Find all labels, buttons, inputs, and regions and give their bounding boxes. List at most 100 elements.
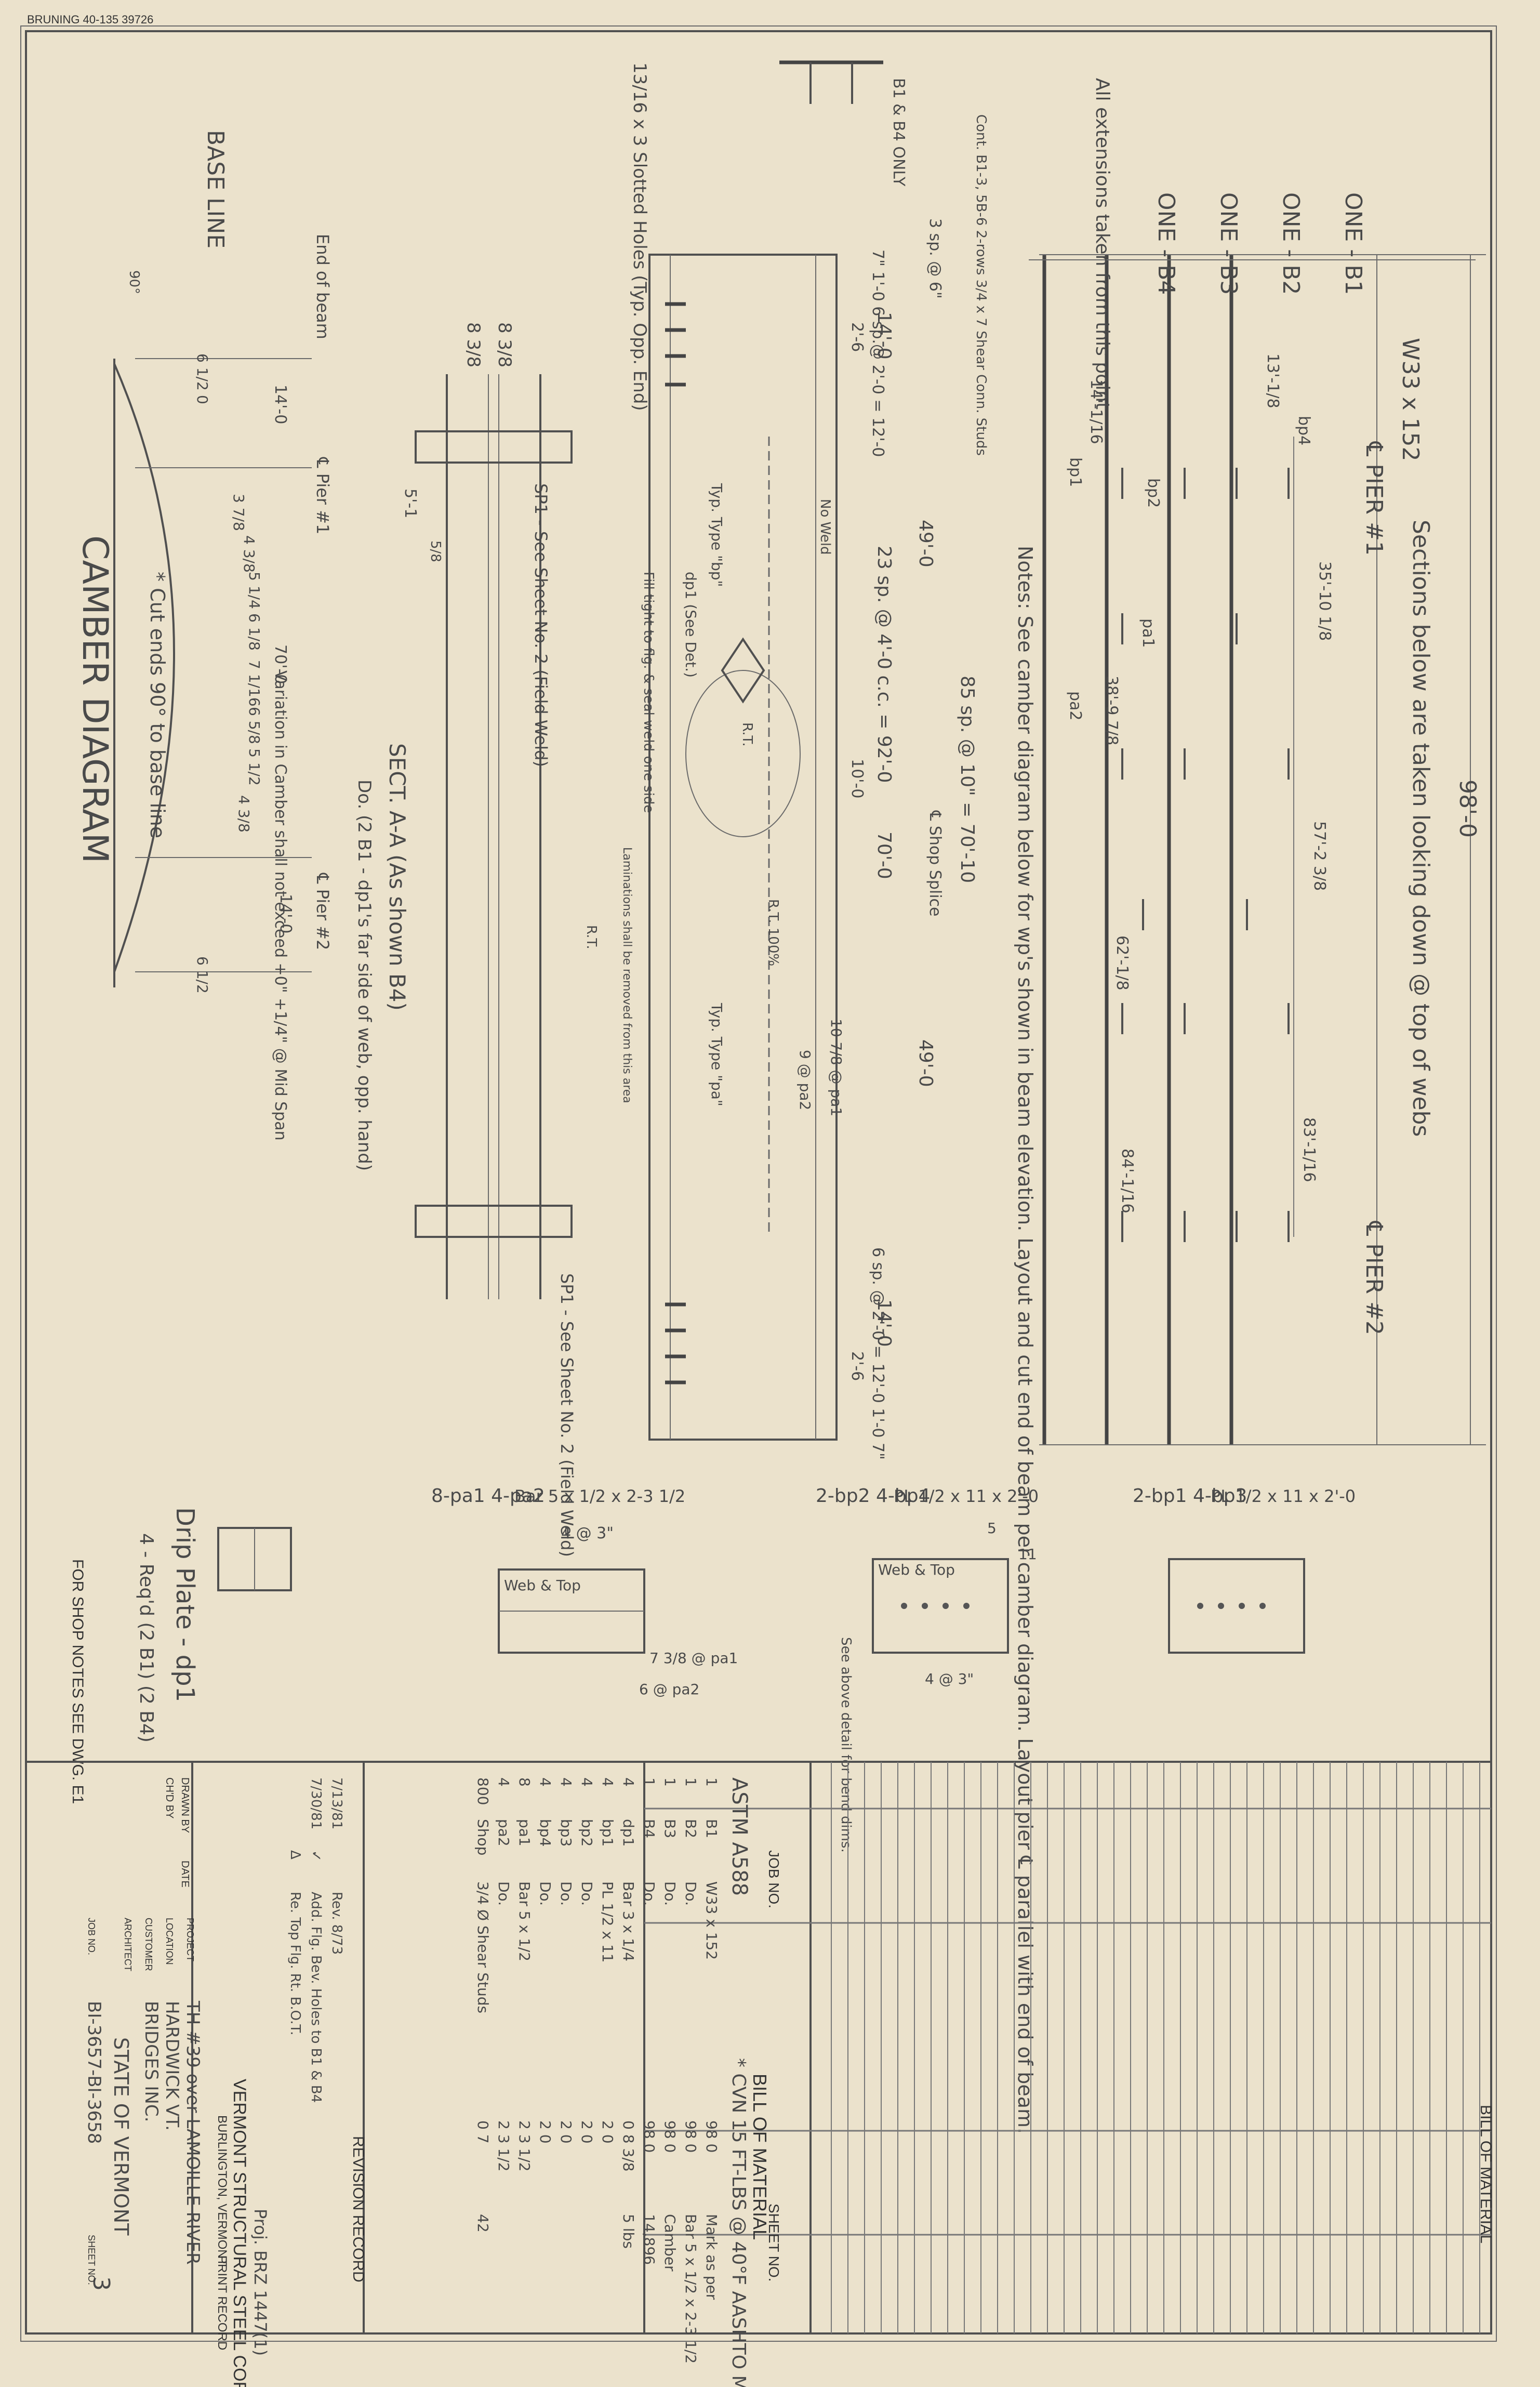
camber-diagram: BASE LINE End of beam ℄ Pier #1 ℄ Pier #… xyxy=(74,130,333,1141)
girder-label-b4: ONE - B4 xyxy=(1153,192,1179,295)
dim-49-right: 49'-0 xyxy=(915,1039,936,1087)
camber-end-beam: End of beam xyxy=(313,234,333,339)
tag-bp4: bp4 xyxy=(1295,416,1313,445)
girder-plan-block: ONE - B4 ONE - B3 ONE - B2 ONE - B1 All … xyxy=(1029,78,1486,1445)
camber-title: CAMBER DIAGRAM xyxy=(74,535,115,863)
pa-spacing: 4 @ 3" xyxy=(561,1524,614,1542)
tb-label-sheet: SHEET NO. xyxy=(86,2235,97,2285)
bom-cell: 2 0 xyxy=(578,2120,595,2144)
bp-web-top: Web & Top xyxy=(878,1561,955,1578)
inner-border xyxy=(25,30,1492,2335)
bom-cell: 98 0 xyxy=(703,2120,720,2153)
dim-49-left: 49'-0 xyxy=(915,520,936,568)
bom-cell: 4 xyxy=(495,1777,512,1787)
drawn-by: DRAWN BY xyxy=(179,1777,191,1833)
corner-stamp: BRUNING 40-135 39726 xyxy=(27,13,153,26)
drip-title: Drip Plate - dp1 xyxy=(170,1507,200,1702)
bill-of-material-table: BILL OF MATERIAL JOB NO. SHEET NO. ASTM … xyxy=(474,1762,1494,2387)
tag-pa2: pa2 xyxy=(1066,691,1084,721)
bom-cell: bp2 xyxy=(578,1819,595,1847)
elevation-notes: Notes: See camber diagram below for wp's… xyxy=(1014,546,1037,2134)
section-aa: 8 3/8 8 3/8 5'-1 5/8 SP1 - See Sheet No.… xyxy=(354,322,577,1557)
revision-cell: Re. Top Flg. Rt. B.O.T. xyxy=(287,1892,303,2035)
dp1-see-det: dp1 (See Det.) xyxy=(682,572,699,678)
dim-23sp: 23 sp. @ 4'-0 c.c. = 92'-0 xyxy=(873,546,895,783)
revision-cell: Rev. 8/73 xyxy=(329,1892,344,1955)
company-city: BURLINGTON, VERMONT xyxy=(215,2115,229,2266)
rt2: R.T. 100% xyxy=(765,899,781,966)
bom-cell: 98 0 xyxy=(641,2120,658,2153)
bom-cell: Do. xyxy=(557,1881,575,1906)
bp2-title: 2-bp2 4-bp4 xyxy=(816,1485,930,1507)
bp1-plate: PL 1/2 x 11 x 2'-0 xyxy=(1211,1486,1356,1506)
bom-cell: PL 1/2 x 11 xyxy=(599,1881,616,1962)
section-subtitle: Do. (2 B1 - dp1's far side of web, opp. … xyxy=(354,780,375,1171)
revision-cell: 7/30/81 xyxy=(308,1777,324,1829)
pa-bar: Bar 5 x 1/2 x 2-3 1/2 xyxy=(514,1486,685,1506)
shop-notes-ref: FOR SHOP NOTES SEE DWG. E1 xyxy=(69,1559,86,1804)
drip-plate: Drip Plate - dp1 4 - Req'd (2 B1) (2 B4)… xyxy=(69,1507,292,1804)
bend-note: See above detail for bend dims. xyxy=(838,1637,854,1853)
bom-cell: 2 0 xyxy=(599,2120,616,2144)
pa-title: 8-pa1 4-pa2 xyxy=(431,1485,545,1507)
camber-variation: Variation in Camber shall not exceed +0"… xyxy=(271,670,289,1141)
tb-label-architect: ARCHITECT xyxy=(123,1918,133,1971)
camber-dim-70: 70'-0 xyxy=(271,644,289,684)
ord-7: 6 5/8 xyxy=(246,707,263,744)
bom-cell: 800 xyxy=(474,1777,492,1805)
project: TH #39 over LAMOILLE RIVER xyxy=(182,2000,203,2265)
typ-type-pa: Typ. Type "pa" xyxy=(708,1003,725,1106)
job-number: BI-3657-BI-3658 xyxy=(84,2001,104,2144)
dim-5: 57'-2 3/8 xyxy=(1310,821,1329,891)
slotted-holes: 13/16 x 3 Slotted Holes (Typ. Opp. End) xyxy=(629,62,650,411)
bom-cell: 5 lbs xyxy=(620,2214,637,2249)
camber-cut-note: * Cut ends 90° to base line xyxy=(146,572,169,838)
bom-cell: Shop xyxy=(474,1819,492,1855)
bom-sheet-no: SHEET NO. xyxy=(766,2204,782,2282)
sheet-number: 3 xyxy=(88,2276,114,2291)
revision-cell: 7/13/81 xyxy=(329,1777,344,1829)
revision-cell: ✓ xyxy=(308,1850,324,1862)
ord-10: 6 1/2 xyxy=(194,956,211,994)
bom-cvn: * CVN 15 FT-LBS @ 40°F AASHTO M222 xyxy=(728,2058,749,2387)
dim-6: 62'-1/8 xyxy=(1113,935,1131,991)
sp1-top: SP1 - See Sheet No. 2 (Field Weld) xyxy=(531,483,551,767)
ord-5: 6 1/8 xyxy=(246,613,263,651)
cont-note: Cont. B1-3, 5B-6 2-rows 3/4 x 7 Shear Co… xyxy=(973,114,989,456)
tb-label-customer: CUSTOMER xyxy=(143,1918,154,1971)
bom-cell: 4 xyxy=(599,1777,616,1787)
bom-cell: 4 xyxy=(578,1777,595,1787)
shop-splice: ℄ Shop Splice xyxy=(926,810,944,917)
camber-angle: 90° xyxy=(126,270,142,294)
revision-heading: REVISION RECORD xyxy=(350,2136,367,2283)
dim-7: 83'-1/16 xyxy=(1300,1117,1318,1182)
dim-8-3-8-a: 8 3/8 xyxy=(463,322,484,367)
bom-astm: ASTM A588 xyxy=(727,1777,751,1896)
pa-e1: 7 3/8 @ pa1 xyxy=(649,1650,738,1667)
bom-cell: Do. xyxy=(578,1881,595,1906)
bom-cell: B4 xyxy=(641,1819,658,1838)
ord-8: 5 1/2 xyxy=(246,748,263,786)
bom-cell: Bar 3 x 1/4 xyxy=(620,1881,637,1961)
overall-length: 98'-0 xyxy=(1454,780,1481,838)
bom-cell: 98 0 xyxy=(682,2120,699,2153)
beam-elevation: B1 & B4 ONLY Cont. B1-3, 5B-6 2-rows 3/4… xyxy=(583,60,1037,2134)
dim-1: 14'-1/16 xyxy=(1087,379,1105,444)
pa-web: Web & Top xyxy=(504,1577,581,1594)
bom-cell: 42 xyxy=(474,2214,492,2233)
revision-cell: Δ xyxy=(287,1850,303,1860)
ord-9: 4 3/8 xyxy=(235,795,253,833)
ord-3: 4 3/8 xyxy=(241,535,258,573)
extension-note: All extensions taken from this point xyxy=(1092,78,1113,410)
tb-label-job: JOB NO. xyxy=(86,1918,97,1955)
title-block: VERMONT STRUCTURAL STEEL CORPORATION BUR… xyxy=(84,1762,270,2387)
dim-58: 5/8 xyxy=(428,540,443,562)
rt3: R.T. xyxy=(583,925,599,949)
ord-0: 6 1/2 xyxy=(194,353,211,391)
details-row: 8-pa1 4-pa2 Bar 5 x 1/2 x 2-3 1/2 4 @ 3"… xyxy=(431,1485,1356,1853)
bom-right-heading: BILL OF MATERIAL xyxy=(1477,2105,1494,2244)
bom-cell: 2 0 xyxy=(557,2120,575,2144)
bom-cell: 4 xyxy=(557,1777,575,1787)
bp2-plate: PL 1/2 x 11 x 2'-0 xyxy=(894,1486,1039,1506)
